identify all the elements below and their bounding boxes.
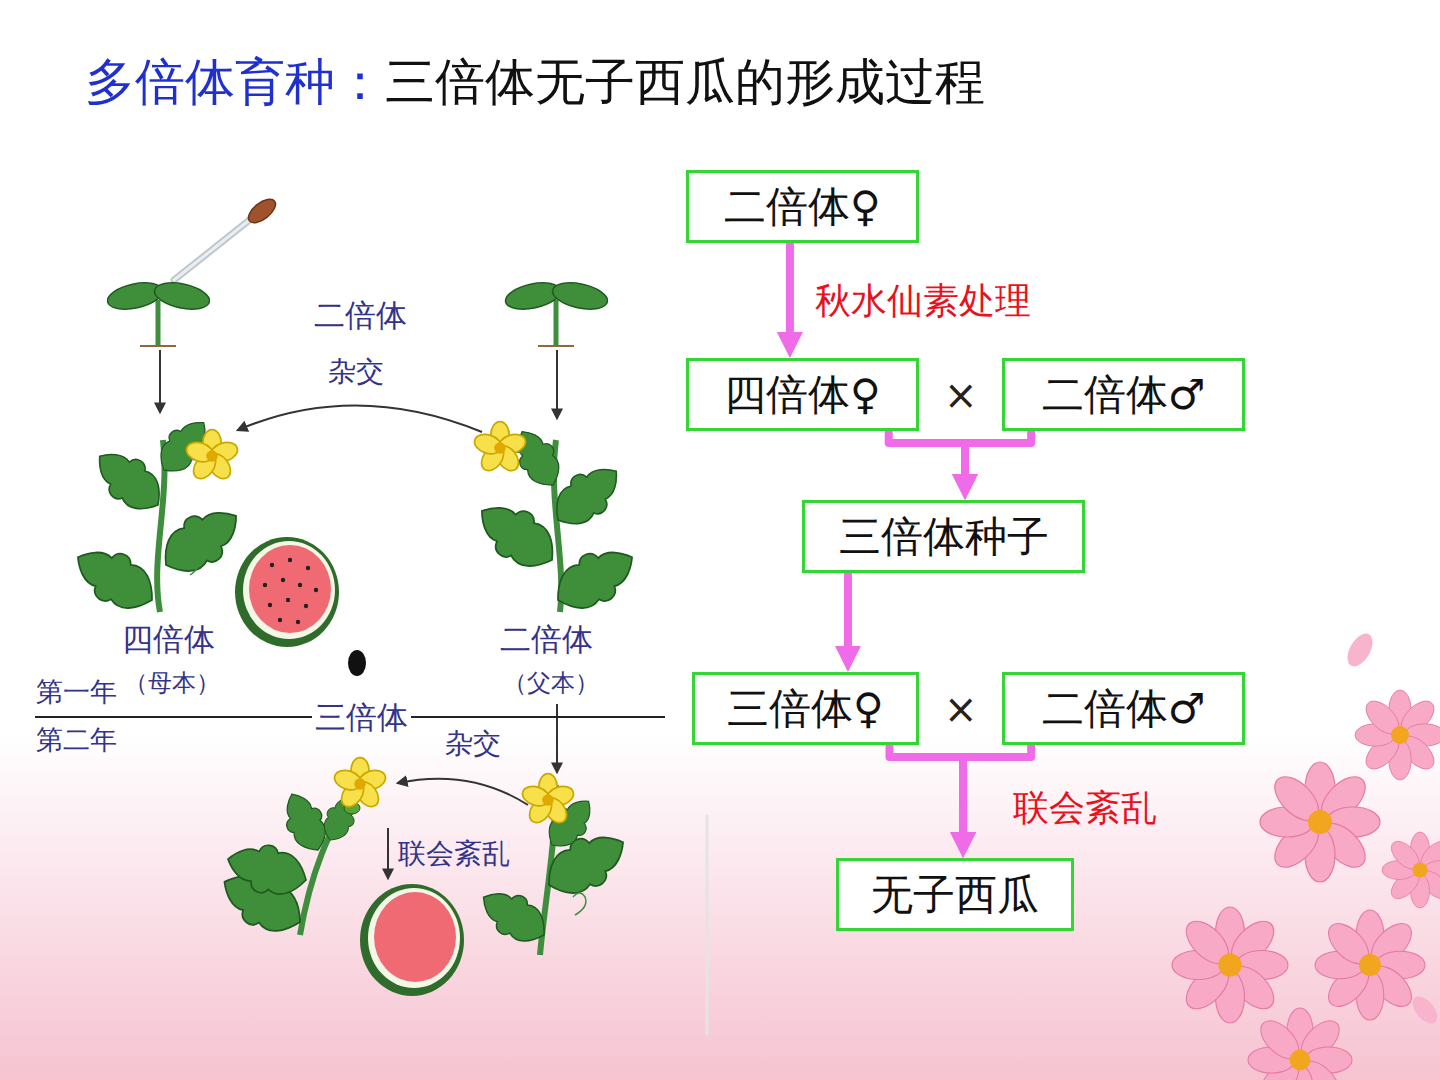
process-box: 无子西瓜 — [836, 858, 1074, 931]
edge-label: 秋水仙素处理 — [815, 281, 1031, 321]
triploid-plant — [213, 758, 388, 945]
figure-label: 第二年 — [36, 724, 117, 755]
divider — [706, 815, 709, 1035]
seeded-watermelon — [235, 537, 339, 647]
seedless-watermelon — [360, 884, 464, 996]
flow-arrow — [965, 431, 1031, 484]
figure-label: 联会紊乱 — [398, 838, 510, 870]
figure-label: 二倍体 — [500, 622, 593, 658]
process-box: 二倍体♂ — [1002, 672, 1245, 745]
dropper — [174, 195, 280, 280]
figure-label: （父本） — [503, 670, 599, 698]
box-text: 二倍体♂ — [1042, 374, 1206, 416]
box-text: 无子西瓜 — [871, 874, 1039, 916]
figure-label: （母本） — [124, 670, 220, 698]
illustration-arrow — [160, 350, 557, 878]
cross-symbol: × — [944, 686, 978, 732]
seedling — [503, 278, 610, 346]
box-text: 三倍体种子 — [839, 516, 1049, 558]
slide-title: 多倍体育种：三倍体无子西瓜的形成过程 — [85, 52, 985, 112]
diploid-plant — [467, 422, 645, 623]
figure-label: 四倍体 — [122, 622, 215, 658]
flow-arrow — [844, 573, 852, 656]
box-text: 二倍体♂ — [1042, 688, 1206, 730]
process-box: 二倍体♀ — [686, 170, 919, 243]
cross-symbol: × — [944, 372, 978, 418]
box-text: 四倍体♀ — [724, 374, 881, 416]
box-text: 二倍体♀ — [724, 186, 881, 228]
tetraploid-plant — [65, 411, 251, 622]
triploid-seed — [348, 650, 366, 676]
flow-arrow — [889, 431, 965, 484]
figure-label: 杂交 — [445, 728, 501, 760]
process-box: 四倍体♀ — [686, 358, 919, 431]
flow-arrow — [786, 243, 794, 342]
process-box: 二倍体♂ — [1002, 358, 1245, 431]
figure-label: 二倍体 — [314, 298, 407, 334]
edge-label: 联会紊乱 — [1013, 788, 1157, 828]
figure-label: 三倍体 — [312, 700, 411, 736]
process-box: 三倍体种子 — [802, 500, 1085, 573]
figure-label: 第一年 — [36, 676, 117, 707]
figure-label: 杂交 — [328, 356, 384, 388]
flow-arrow — [889, 745, 963, 842]
box-text: 三倍体♀ — [727, 688, 884, 730]
process-box: 三倍体♀ — [692, 672, 919, 745]
seedling — [105, 278, 212, 346]
